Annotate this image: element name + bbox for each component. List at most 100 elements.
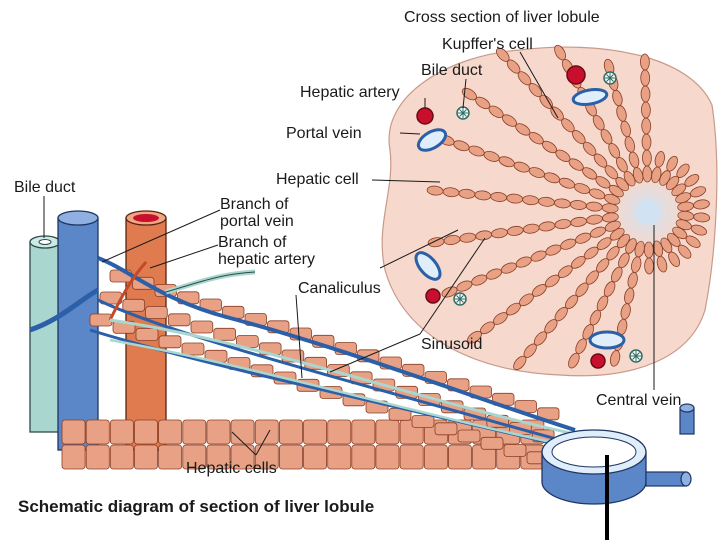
leader-lines — [43, 51, 655, 456]
hepatic-cell-block — [145, 306, 168, 319]
label-hepatic-artery: Hepatic artery — [300, 84, 400, 101]
hepatic-cell-block — [206, 444, 231, 470]
hepatic-cell — [568, 352, 580, 369]
hepatic-cell-block — [434, 422, 458, 436]
portal-vein-branch-2 — [97, 298, 561, 442]
hepatic-cell — [666, 155, 678, 172]
label-hepatic-cell: Hepatic cell — [276, 171, 359, 188]
hepatic-cell-wedge — [61, 269, 560, 470]
label-portal-vein: Portal vein — [286, 125, 362, 142]
hepatic-cell — [690, 186, 707, 198]
leader-hepatic-cells-a — [231, 431, 257, 456]
hepatic-cell-block — [61, 419, 86, 445]
hepatic-cell-block — [158, 335, 182, 349]
hepatic-cell-block — [457, 429, 481, 443]
portal-oval-left — [414, 251, 442, 281]
bile-star-bottom-icon — [631, 351, 641, 361]
label-branch-portal-2: portal vein — [220, 213, 294, 230]
hepatic-cell-block — [109, 444, 134, 470]
hepatic-cell — [467, 330, 482, 344]
hepatic-cell-block — [278, 419, 303, 445]
portal-vein-oval — [416, 128, 448, 152]
portal-vein-column — [57, 217, 99, 451]
artery-dot-left — [425, 288, 441, 304]
hepatic-cell — [641, 133, 652, 151]
label-bile-duct-top: Bile duct — [421, 62, 483, 79]
bile-star-left-icon — [455, 294, 465, 304]
hepatic-cell — [441, 286, 458, 298]
hepatic-cell-block — [109, 419, 134, 445]
hepatic-cell-block — [230, 444, 255, 470]
lobule-cross-section — [381, 44, 718, 377]
hepatic-cell — [685, 235, 701, 248]
leader-kupffer — [519, 51, 559, 119]
hepatic-cell — [644, 257, 655, 275]
hepatic-cell — [427, 237, 445, 248]
leader-portal-vein — [399, 132, 421, 135]
hepatic-cell — [676, 163, 690, 178]
hepatic-cell-block — [480, 436, 504, 450]
lobule-schematic — [29, 210, 695, 540]
hepatic-cell-block — [351, 419, 376, 445]
label-sinusoid: Sinusoid — [421, 336, 483, 353]
label-branch-artery-2: hepatic artery — [218, 251, 315, 268]
artery-dot-bottom — [590, 353, 606, 369]
portal-oval-top — [571, 88, 609, 106]
label-branch-portal-1: Branch of — [220, 196, 289, 213]
hepatic-cell-block — [133, 444, 158, 470]
hepatic-cell-block — [327, 419, 352, 445]
central-vein-core — [636, 200, 660, 224]
hepatic-cell — [668, 251, 681, 268]
hepatic-cell-block — [206, 419, 231, 445]
hepatic-cell-block — [61, 444, 86, 470]
hepatic-cell-block — [254, 419, 279, 445]
hepatic-cell — [513, 355, 527, 371]
hepatic-cell-block — [503, 444, 527, 457]
hepatic-cell-block — [133, 419, 158, 445]
hepatic-cell — [640, 101, 651, 119]
artery-dot-top — [566, 65, 586, 85]
hepatic-cell-block — [375, 444, 400, 470]
leader-canaliculus-b — [295, 294, 303, 379]
hepatic-cell — [677, 244, 692, 259]
hepatic-artery-branch — [108, 261, 148, 321]
hepatic-cell — [609, 350, 621, 367]
hepatic-cell — [693, 212, 711, 223]
hepatic-cell — [426, 185, 444, 196]
hepatic-cell-block — [399, 444, 424, 470]
hepatic-cell-block — [122, 298, 146, 312]
label-kupffer-cell: Kupffer's cell — [442, 36, 533, 53]
hepatic-cell — [554, 44, 567, 61]
hepatic-cell — [640, 85, 651, 103]
hepatic-cell-block — [327, 444, 352, 470]
hepatic-artery-lumen — [133, 214, 159, 222]
hepatic-cell-block — [181, 342, 205, 356]
leader-hepatic-cells-b — [255, 429, 271, 456]
hepatic-cell — [461, 87, 477, 101]
hepatic-cell — [690, 224, 707, 236]
portal-oval-bottom — [588, 330, 626, 350]
bile-branch — [165, 269, 256, 295]
portal-side-branch — [29, 287, 100, 333]
hepatic-cell — [693, 199, 710, 210]
bile-duct-column — [29, 241, 61, 433]
hepatic-cell — [684, 174, 700, 187]
leader-hepatic-cell — [371, 179, 441, 183]
hepatic-cell-block — [85, 444, 110, 470]
label-canaliculus: Canaliculus — [298, 280, 381, 297]
hepatic-cell — [496, 47, 510, 62]
label-bile-duct-left: Bile duct — [14, 179, 76, 196]
bile-duct-column-hole — [38, 239, 52, 245]
hepatic-cell-block — [303, 444, 328, 470]
leader-sinusoid-a — [419, 237, 486, 335]
leader-sinusoid-b — [329, 333, 421, 373]
bile-star-top-icon — [605, 73, 615, 83]
hepatic-cell — [640, 69, 651, 87]
hepatic-cell-block — [303, 419, 328, 445]
portal-vein-branch — [97, 256, 576, 432]
hepatic-cell-block — [213, 327, 237, 341]
hepatic-cell — [641, 117, 652, 135]
label-hepatic-cells: Hepatic cells — [186, 460, 277, 477]
central-vein-cylinder — [541, 403, 695, 505]
